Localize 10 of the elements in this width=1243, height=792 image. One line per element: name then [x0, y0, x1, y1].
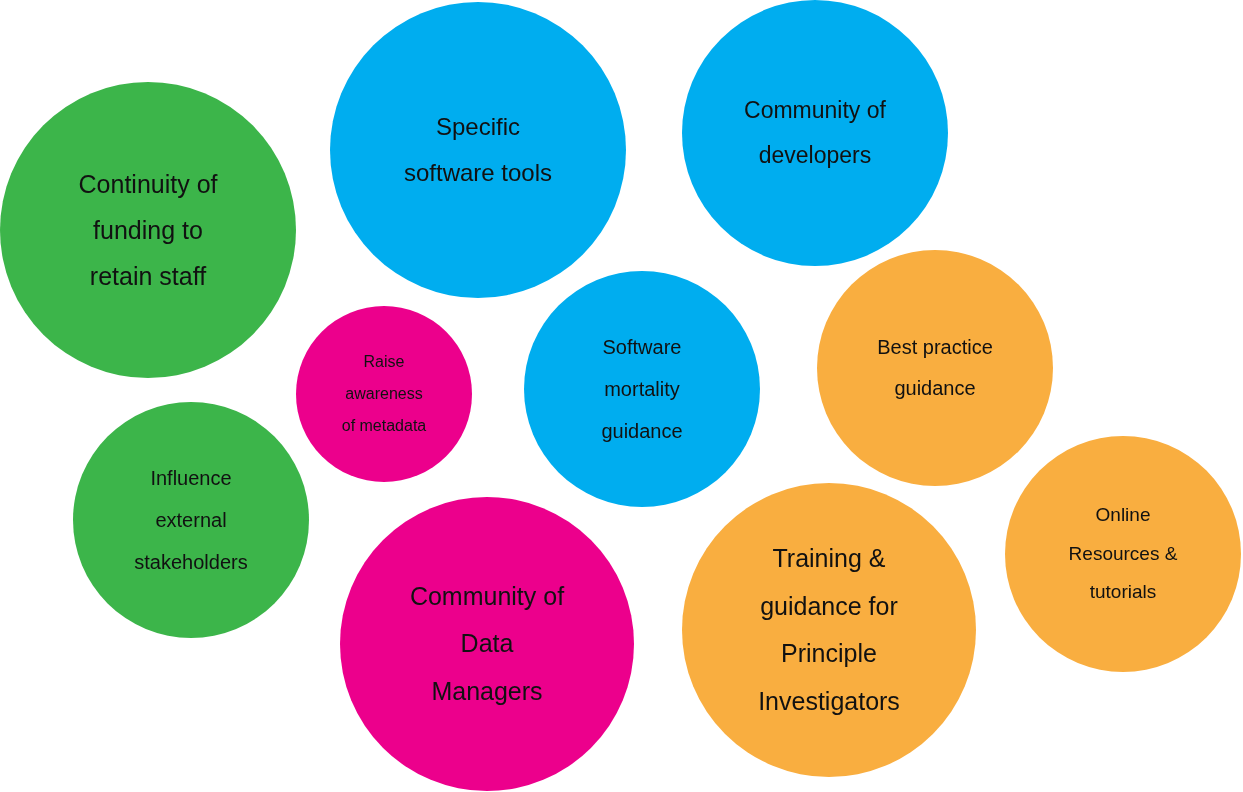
bubble-label: Continuity of funding to retain staff	[77, 168, 219, 293]
bubble-label: Training & guidance for Principle Investigators	[757, 543, 901, 717]
bubble-label: Best practice guidance	[876, 335, 994, 401]
bubble-label: Software mortality guidance	[600, 335, 684, 444]
bubble-label: Raise awareness of metadata	[340, 352, 428, 436]
bubble-label: Community of Data Managers	[408, 580, 566, 707]
bubble-label: Influence external stakeholders	[133, 466, 249, 575]
bubble-label: Community of developers	[743, 96, 887, 170]
bubble-label: Specific software tools	[402, 112, 554, 188]
bubble-label: Online Resources & tutorials	[1067, 502, 1179, 605]
